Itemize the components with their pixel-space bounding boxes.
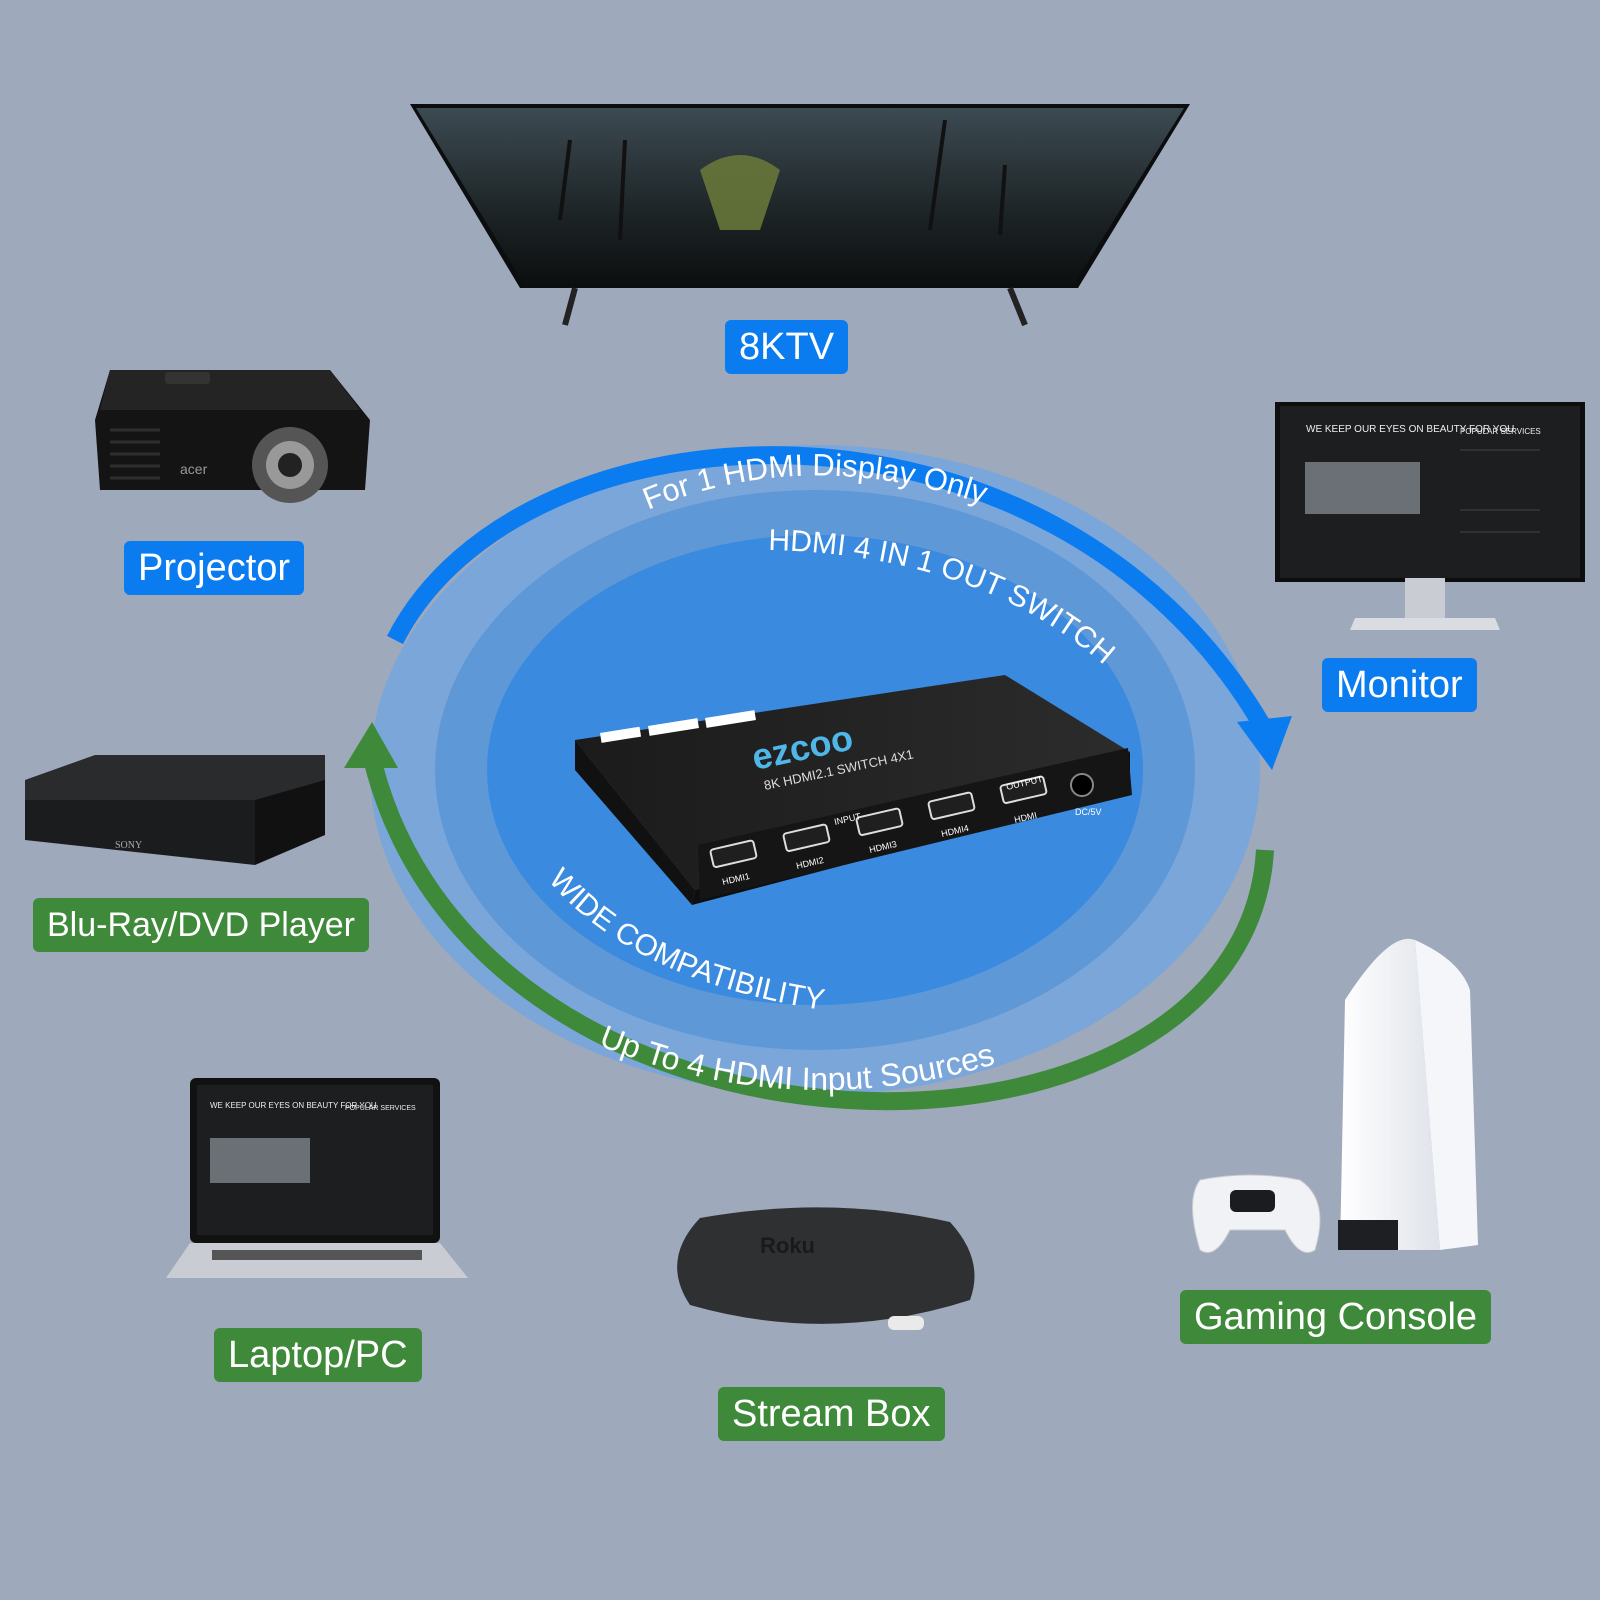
label-console: Gaming Console — [1180, 1290, 1492, 1344]
monitor-sidebar-title: POPULAR SERVICES — [1460, 427, 1541, 436]
console-body — [1340, 938, 1440, 1250]
tv-leg-right — [1007, 286, 1028, 327]
bluray-illustration: SONY — [25, 755, 325, 865]
label-monitor: Monitor — [1322, 658, 1477, 712]
hdmi-port-icon — [927, 791, 976, 820]
console-stand — [1338, 1220, 1398, 1250]
controller-icon — [1192, 1174, 1321, 1253]
tv-scene-figure — [700, 155, 780, 230]
projector-illustration: acer — [95, 370, 370, 503]
stream-box-light-icon — [888, 1316, 924, 1330]
tv-scene-trees — [558, 119, 1007, 241]
output-arrow-icon — [1237, 716, 1292, 770]
hdmi-port-icon — [855, 807, 904, 836]
controller-center — [1230, 1190, 1275, 1212]
laptop-illustration: WE KEEP OUR EYES ON BEAUTY FOR YOU POPUL… — [166, 1078, 468, 1278]
stream-box-body — [677, 1207, 975, 1324]
player-brand: SONY — [115, 840, 142, 851]
stream-box-brand: Roku — [760, 1233, 815, 1258]
label-tv: 8KTV — [725, 320, 849, 374]
hdmi-switch: ezcoo 8K HDMI2.1 SWITCH 4X1 HDMI1 HDMI2 … — [575, 675, 1132, 905]
player-front — [25, 800, 255, 865]
monitor-neck — [1405, 578, 1445, 618]
sticker — [600, 726, 642, 743]
switch-top — [575, 675, 1130, 890]
monitor-illustration: WE KEEP OUR EYES ON BEAUTY FOR YOU POPUL… — [1275, 402, 1585, 630]
projector-buttons — [165, 372, 210, 384]
console-illustration — [1192, 938, 1478, 1253]
port-group — [709, 775, 1048, 868]
input-arc — [344, 722, 1274, 1111]
monitor-headline: WE KEEP OUR EYES ON BEAUTY FOR YOU — [1306, 424, 1514, 435]
laptop-headline: WE KEEP OUR EYES ON BEAUTY FOR YOU — [210, 1101, 377, 1110]
monitor-screen-image — [1305, 462, 1420, 514]
laptop-screen-image — [210, 1138, 310, 1183]
monitor-lines — [1460, 449, 1540, 533]
projector-top — [100, 370, 360, 410]
tv-leg-left — [562, 287, 578, 326]
label-laptop: Laptop/PC — [214, 1328, 422, 1382]
monitor-stand — [1350, 618, 1500, 630]
hdmi-port-icon — [999, 775, 1048, 804]
sticker — [705, 710, 756, 728]
output-arc-line — [386, 446, 1270, 730]
projector-vents — [110, 428, 160, 480]
input-arc-line — [361, 748, 1274, 1111]
laptop-sidebar-title: POPULAR SERVICES — [345, 1105, 416, 1112]
label-projector: Projector — [124, 541, 305, 595]
stream-box-illustration: Roku — [677, 1207, 975, 1330]
player-side — [255, 780, 325, 865]
console-panel — [1415, 940, 1478, 1250]
switch-side — [575, 740, 695, 905]
hdmi-port-icon — [709, 839, 758, 868]
laptop-keyboard — [212, 1250, 422, 1260]
power-jack-icon — [1070, 773, 1094, 797]
label-bluray: Blu-Ray/DVD Player — [33, 898, 369, 952]
laptop-base — [166, 1243, 468, 1278]
label-stream: Stream Box — [718, 1387, 945, 1441]
hdmi-port-icon — [782, 823, 831, 852]
tv-illustration — [410, 104, 1190, 327]
projector-lens-core — [278, 453, 302, 477]
output-arc — [386, 446, 1292, 770]
sticker — [648, 718, 699, 736]
tv-screen — [416, 108, 1184, 284]
projector-brand: acer — [180, 461, 208, 477]
power-label: DC/5V — [1075, 807, 1102, 817]
input-arrow-icon — [344, 722, 398, 768]
